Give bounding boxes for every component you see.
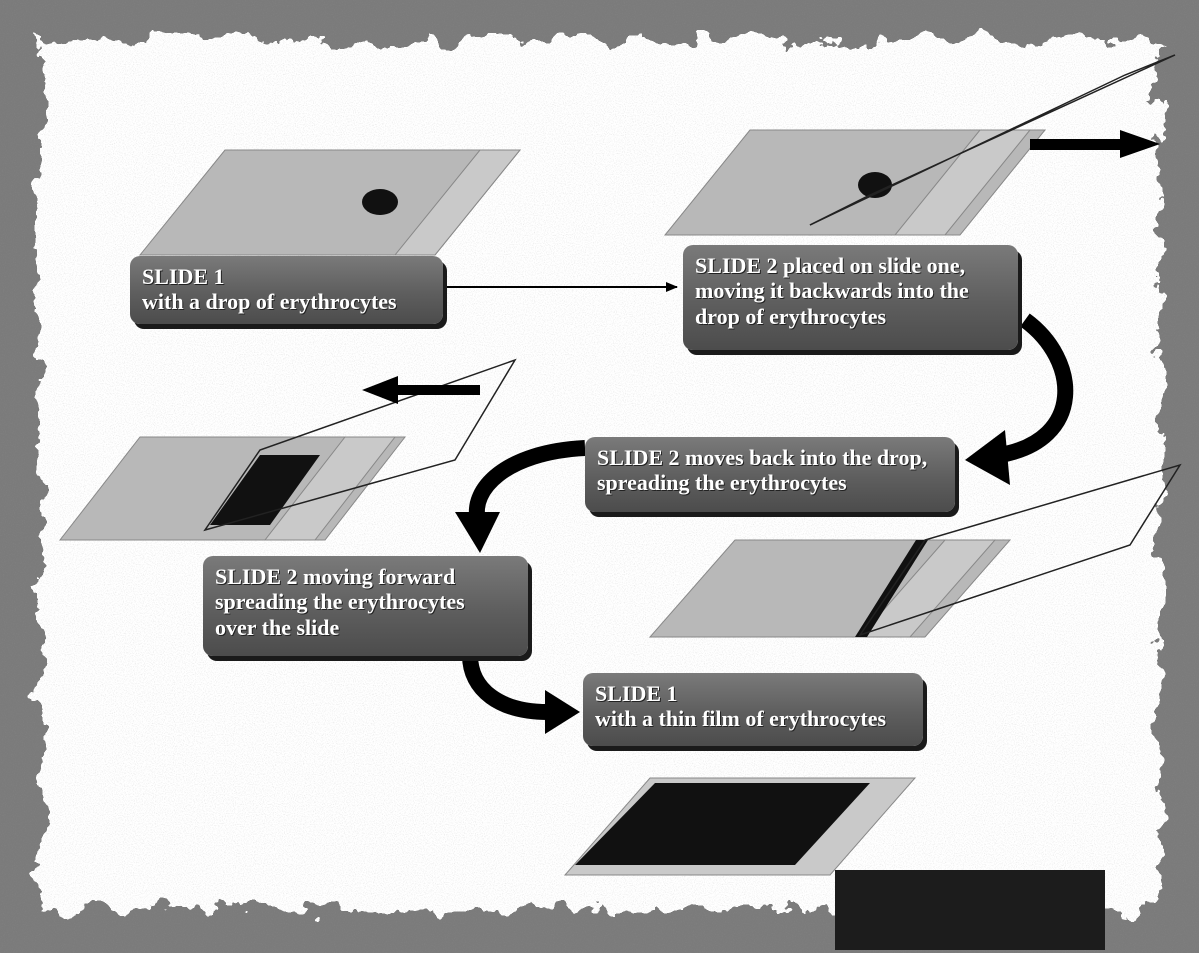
step2-label: SLIDE 2 placed on slide one, moving it b… [683, 245, 1018, 350]
curved-arrow-step3-to-step4 [455, 440, 586, 553]
step1-label: SLIDE 1 with a drop of erythrocytes [130, 256, 443, 324]
slide-thin-film-illustration [563, 777, 917, 876]
thin-film [575, 783, 870, 865]
step2-line3: drop of erythrocytes [695, 303, 887, 329]
step5-label: SLIDE 1 with a thin film of erythrocytes [583, 673, 923, 746]
slide-2-placed-illustration [663, 54, 1176, 236]
curved-arrow-step2-to-step3 [965, 313, 1074, 485]
thick-arrow-left [362, 376, 480, 404]
dark-corner-patch [835, 870, 1105, 950]
step5-line1: SLIDE 1 [595, 681, 678, 706]
blood-drop [362, 189, 398, 215]
slide-spreading-illustration [58, 358, 517, 541]
step4-line3: over the slide [215, 614, 340, 640]
slide-forward-illustration [648, 463, 1182, 638]
step3-line1: SLIDE 2 moves back into the drop, [597, 445, 928, 470]
step2-line2: moving it backwards into the [695, 278, 969, 304]
spreader-slide [858, 463, 1182, 637]
step1-line2: with a drop of erythrocytes [142, 289, 397, 315]
thick-arrow-right [1030, 130, 1160, 158]
curved-arrow-step4-to-step5 [462, 654, 580, 734]
step4-label: SLIDE 2 moving forward spreading the ery… [203, 556, 528, 656]
step1-line1: SLIDE 1 [142, 264, 225, 289]
step3-line2: spreading the erythrocytes [597, 470, 847, 496]
step2-line1: SLIDE 2 placed on slide one, [695, 253, 966, 278]
slide-1-with-drop [138, 149, 522, 256]
step5-line2: with a thin film of erythrocytes [595, 706, 887, 732]
blood-smear [210, 455, 320, 525]
spreader-slide [203, 358, 517, 532]
step3-label: SLIDE 2 moves back into the drop, spread… [585, 437, 955, 512]
step4-line1: SLIDE 2 moving forward [215, 564, 456, 589]
step4-line2: spreading the erythrocytes [215, 589, 465, 615]
blood-drop [858, 172, 892, 198]
